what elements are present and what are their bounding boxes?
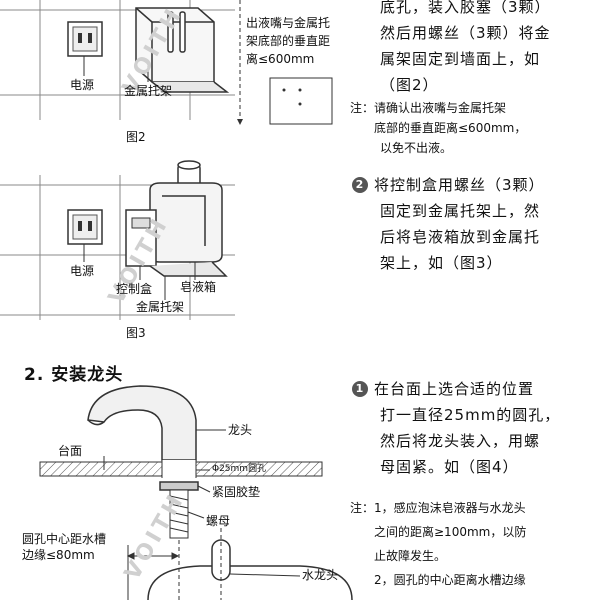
section2-note: 注：1，感应泡沫皂液器与水龙头 之间的距离≥100mm，以防 止故障发生。 2，… (350, 496, 598, 592)
step-line: （图2） (380, 76, 439, 94)
fig2-distance-note-line3: 离≤600mm (246, 52, 315, 66)
note-line: 之间的距离≥100mm，以防 (374, 525, 527, 539)
fig4-label-gasket: 紧固胶垫 (212, 485, 261, 499)
note-prefix: 注： (350, 101, 375, 115)
note-distance: 注：请确认出液嘴与金属托架 底部的垂直距离≤600mm， 以免不出液。 (350, 98, 598, 158)
fig4-label-water-faucet: 水龙头 (302, 568, 339, 582)
fig2-plate (269, 77, 333, 125)
fig3-caption: 图3 (126, 326, 146, 340)
note-prefix: 注： (350, 501, 375, 515)
section2-step1-text: 1 在台面上选合适的位置 打一直径25mm的圆孔， 然后将龙头装入，用螺 母固紧。… (352, 376, 598, 480)
step2-number: 2 (352, 177, 368, 193)
step-line: 属架固定到墙面上，如 (380, 50, 541, 68)
step1-line: 然后将龙头装入，用螺 (380, 432, 541, 450)
fig4-label-distance-line1: 圆孔中心距水槽 (22, 532, 107, 546)
fig4-label-distance-line2: 边缘≤80mm (22, 548, 95, 562)
fig4-label-nut: 螺母 (206, 514, 231, 528)
step-bracket-text: 底孔，装入胶塞（3颗） 然后用螺丝（3颗）将金 属架固定到墙面上，如 （图2） (380, 0, 598, 98)
note-line: 以免不出液。 (380, 141, 453, 155)
fig4-gasket (159, 481, 199, 491)
step-line: 然后用螺丝（3颗）将金 (380, 24, 551, 42)
fig4-label-hole: Φ25mm圆孔 (212, 464, 267, 474)
fig4-countertop (39, 460, 323, 478)
fig3-label-bracket: 金属托架 (136, 300, 185, 314)
step2-text: 2 将控制盒用螺丝（3颗） 固定到金属托架上，然 后将皂液箱放到金属托 架上，如（… (352, 172, 598, 276)
fig2-label-bracket: 金属托架 (124, 84, 173, 98)
fig2-power-socket (67, 21, 103, 57)
fig4-distance-dimension (126, 540, 180, 600)
section-title: 2. 安装龙头 (24, 365, 124, 385)
note-line: 1，感应泡沫皂液器与水龙头 (374, 501, 526, 515)
fig2-metal-bracket (135, 7, 230, 93)
note-line: 请确认出液嘴与金属托架 (374, 101, 507, 115)
fig2-distance-note-line2: 架底部的垂直距 (246, 34, 331, 48)
fig3-power-socket (67, 209, 103, 245)
fig2-caption: 图2 (126, 130, 146, 144)
step1-line: 母固紧。如（图4） (380, 458, 519, 476)
step-line: 底孔，装入胶塞（3颗） (380, 0, 551, 16)
fig4-label-countertop: 台面 (58, 444, 83, 458)
step1-line: 在台面上选合适的位置 (374, 380, 535, 398)
fig4-label-faucet: 龙头 (228, 423, 253, 437)
step1-line: 打一直径25mm的圆孔， (380, 406, 561, 424)
note-line: 2，圆孔的中心距离水槽边缘 (374, 573, 526, 587)
fig2-distance-note-line1: 出液嘴与金属托 (246, 16, 331, 30)
step2-line: 固定到金属托架上，然 (380, 202, 541, 220)
step1-number: 1 (352, 381, 368, 397)
fig4-faucet (87, 385, 197, 461)
fig4-sink (147, 528, 353, 600)
step2-line: 架上，如（图3） (380, 254, 503, 272)
fig3-control-box (125, 209, 228, 277)
fig3-label-power: 电源 (70, 264, 95, 278)
fig3-label-control-box: 控制盒 (116, 282, 153, 296)
fig3-label-soap-tank: 皂液箱 (180, 280, 217, 294)
step2-line: 后将皂液箱放到金属托 (380, 228, 541, 246)
fig4-thread (169, 489, 189, 539)
note-line: 止故障发生。 (374, 549, 447, 563)
note-line: 底部的垂直距离≤600mm， (374, 121, 527, 135)
step2-line: 将控制盒用螺丝（3颗） (374, 176, 545, 194)
fig2-label-power: 电源 (70, 78, 95, 92)
